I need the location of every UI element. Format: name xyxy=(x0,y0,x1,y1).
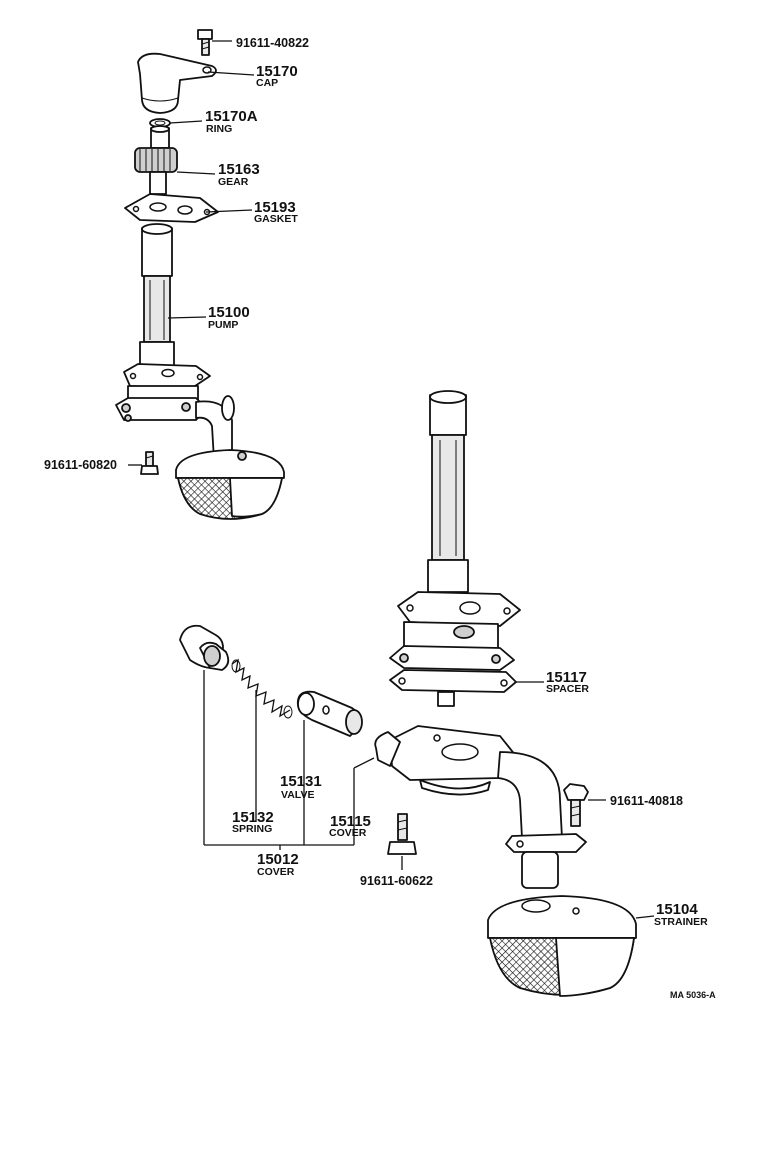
right-bolt-part-number: 91611-40818 xyxy=(610,794,683,808)
ring-number: 15170A xyxy=(205,108,258,125)
spring-number: 15132 xyxy=(232,809,274,826)
spacer-drawing xyxy=(389,669,517,707)
valve-plug-drawing xyxy=(179,624,230,671)
top-bolt-part-number: 91611-40822 xyxy=(236,36,309,50)
middle-bolt-drawing xyxy=(387,813,417,855)
strainer-number: 15104 xyxy=(656,901,698,918)
gasket-number: 15193 xyxy=(254,199,296,216)
valve-drawing xyxy=(296,690,363,737)
left-bolt-part-number: 91611-60820 xyxy=(44,458,117,472)
right-pump-drawing xyxy=(389,390,521,671)
right-pipe-drawing xyxy=(374,725,587,889)
spring-drawing xyxy=(231,658,293,719)
upper-strainer-drawing xyxy=(175,449,285,520)
inner-cover-name: COVER xyxy=(329,827,367,839)
strainer-name: STRAINER xyxy=(654,916,708,928)
gasket-drawing xyxy=(124,193,219,223)
cap-drawing xyxy=(137,52,217,114)
spring-name: SPRING xyxy=(232,823,272,835)
gear-name: GEAR xyxy=(218,176,249,188)
middle-bolt-part-number: 91611-60622 xyxy=(360,874,433,888)
right-bolt-drawing xyxy=(563,783,589,827)
pump-name: PUMP xyxy=(208,319,238,331)
cap-number: 15170 xyxy=(256,63,298,80)
top-bolt-drawing xyxy=(197,29,213,56)
gear-drawing xyxy=(134,125,178,195)
left-bolt-drawing xyxy=(140,451,159,475)
gasket-name: GASKET xyxy=(254,213,298,225)
spacer-number: 15117 xyxy=(546,669,587,686)
cap-name: CAP xyxy=(256,77,278,89)
cover-name: COVER xyxy=(257,866,295,878)
gear-number: 15163 xyxy=(218,161,260,178)
valve-name: VALVE xyxy=(281,789,314,801)
valve-number: 15131 xyxy=(280,773,322,790)
cover-number: 15012 xyxy=(257,851,299,868)
right-strainer-drawing xyxy=(487,895,637,997)
drawing-reference: MA 5036-A xyxy=(670,990,716,1000)
inner-cover-number: 15115 xyxy=(330,813,371,830)
spacer-name: SPACER xyxy=(546,683,589,695)
pump-number: 15100 xyxy=(208,304,250,321)
ring-name: RING xyxy=(206,123,232,135)
upper-pump-drawing xyxy=(115,223,235,461)
leader-lines xyxy=(128,40,655,919)
